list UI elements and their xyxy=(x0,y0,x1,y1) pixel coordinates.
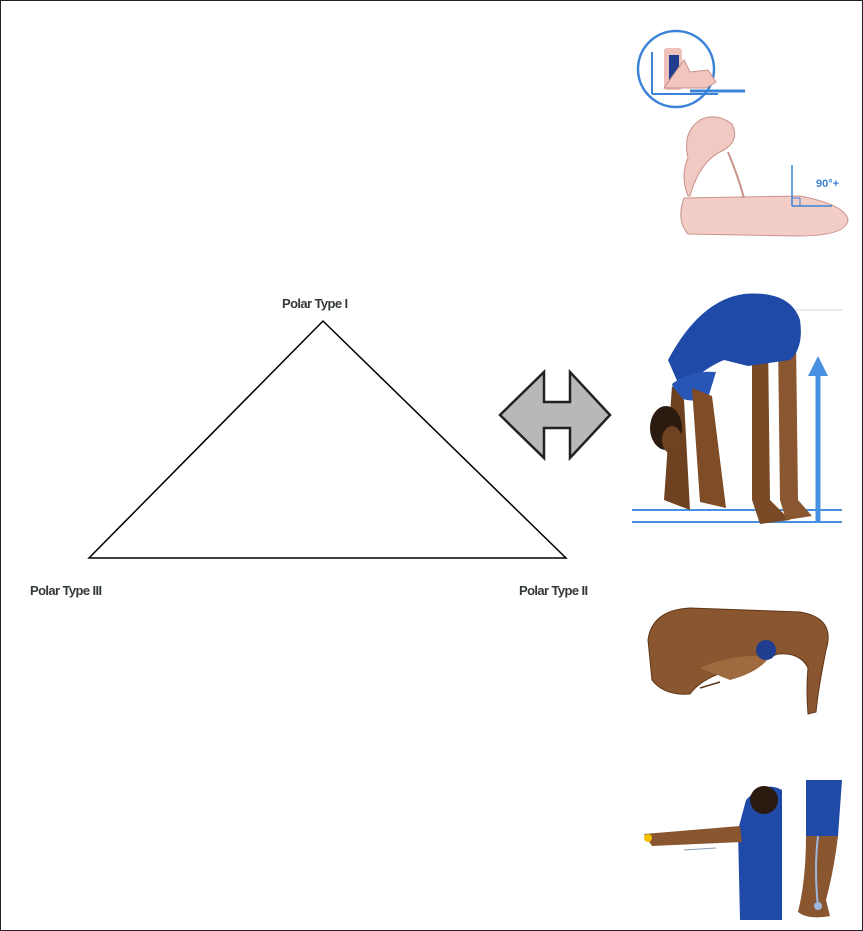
double-arrow-icon xyxy=(500,372,610,458)
vertex-label-left: Polar Type III xyxy=(30,583,102,598)
vertex-label-top: Polar Type I xyxy=(282,296,348,311)
thumb-forearm-illustration xyxy=(648,608,828,714)
forward-bend-illustration xyxy=(632,294,842,524)
wrist-flexion-illustration: 90°+ xyxy=(638,31,848,236)
vertex-label-right: Polar Type II xyxy=(519,583,588,598)
angle-callout: 90°+ xyxy=(816,178,839,190)
polar-types-triangle xyxy=(89,321,566,558)
hyperextension-illustration xyxy=(644,780,842,920)
